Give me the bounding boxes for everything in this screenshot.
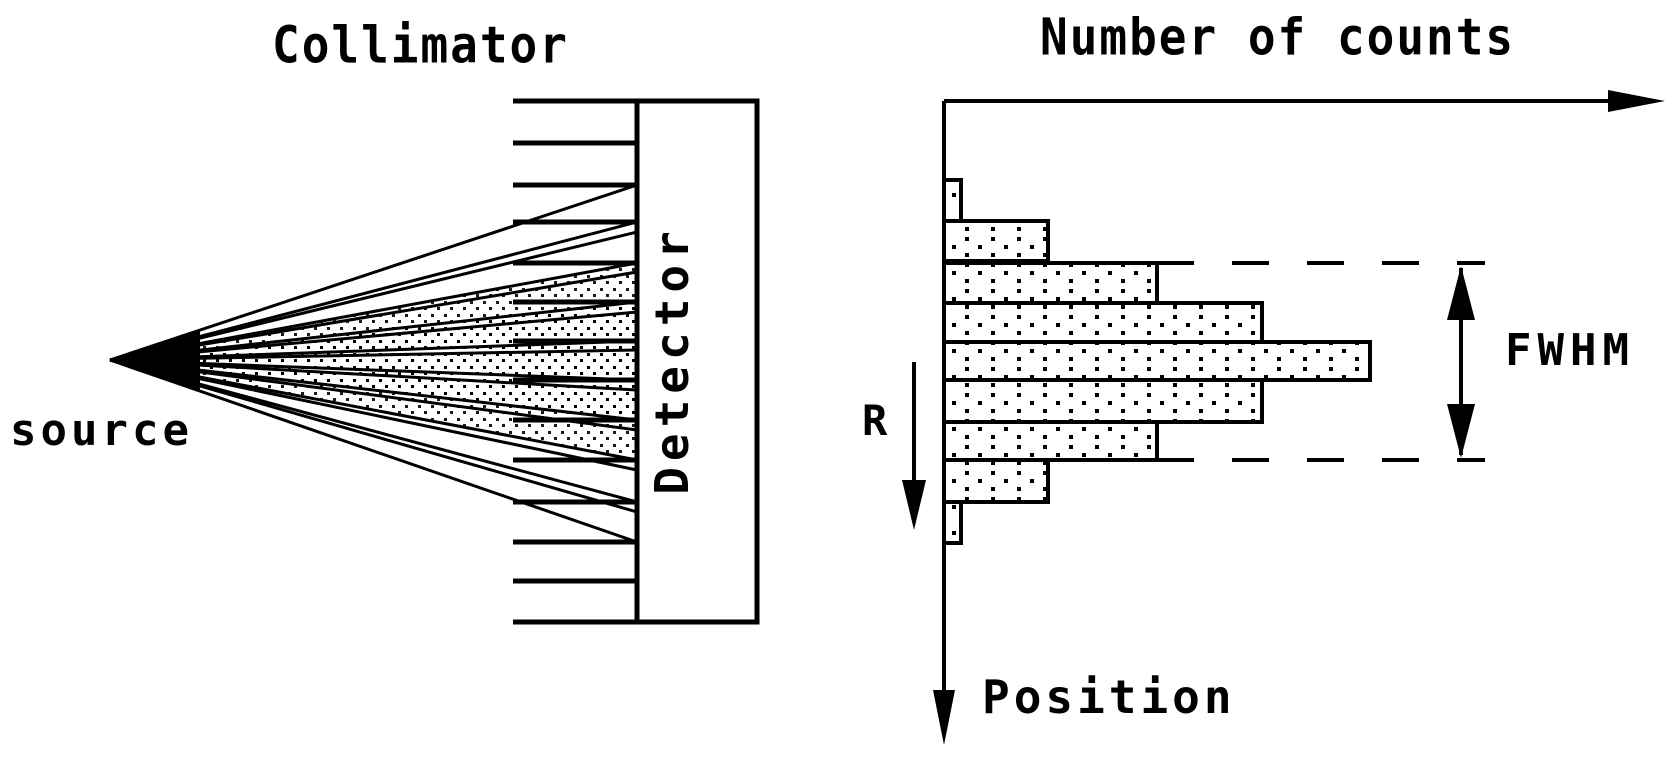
histogram-bars	[942, 178, 1372, 545]
position-axis-label: Position	[982, 670, 1236, 724]
counts-axis-title: Number of counts	[1040, 7, 1516, 67]
bar-9	[942, 500, 963, 545]
bar-2	[942, 219, 1050, 263]
detector-label: Detector	[645, 225, 699, 495]
fwhm-double-arrow-icon	[1447, 266, 1475, 458]
bar-8	[942, 458, 1050, 504]
bar-3	[942, 261, 1159, 305]
detector-box	[634, 98, 760, 625]
source-point	[110, 330, 200, 390]
bar-1	[942, 178, 963, 223]
r-label: R	[862, 396, 888, 445]
collimator-plates	[513, 98, 637, 625]
bar-6	[942, 378, 1264, 424]
bar-5	[942, 340, 1372, 382]
bar-4	[942, 301, 1264, 344]
fwhm-dashed-lines	[1157, 261, 1485, 462]
position-arrowhead-icon	[933, 690, 955, 745]
bar-7	[942, 420, 1159, 462]
counts-arrowhead-icon	[1608, 90, 1665, 112]
collimator-title: Collimator	[272, 15, 569, 75]
r-direction-arrow-icon	[902, 362, 926, 530]
fwhm-label: FWHM	[1505, 325, 1635, 376]
ray-fan	[109, 183, 638, 544]
source-label: source	[10, 405, 193, 456]
